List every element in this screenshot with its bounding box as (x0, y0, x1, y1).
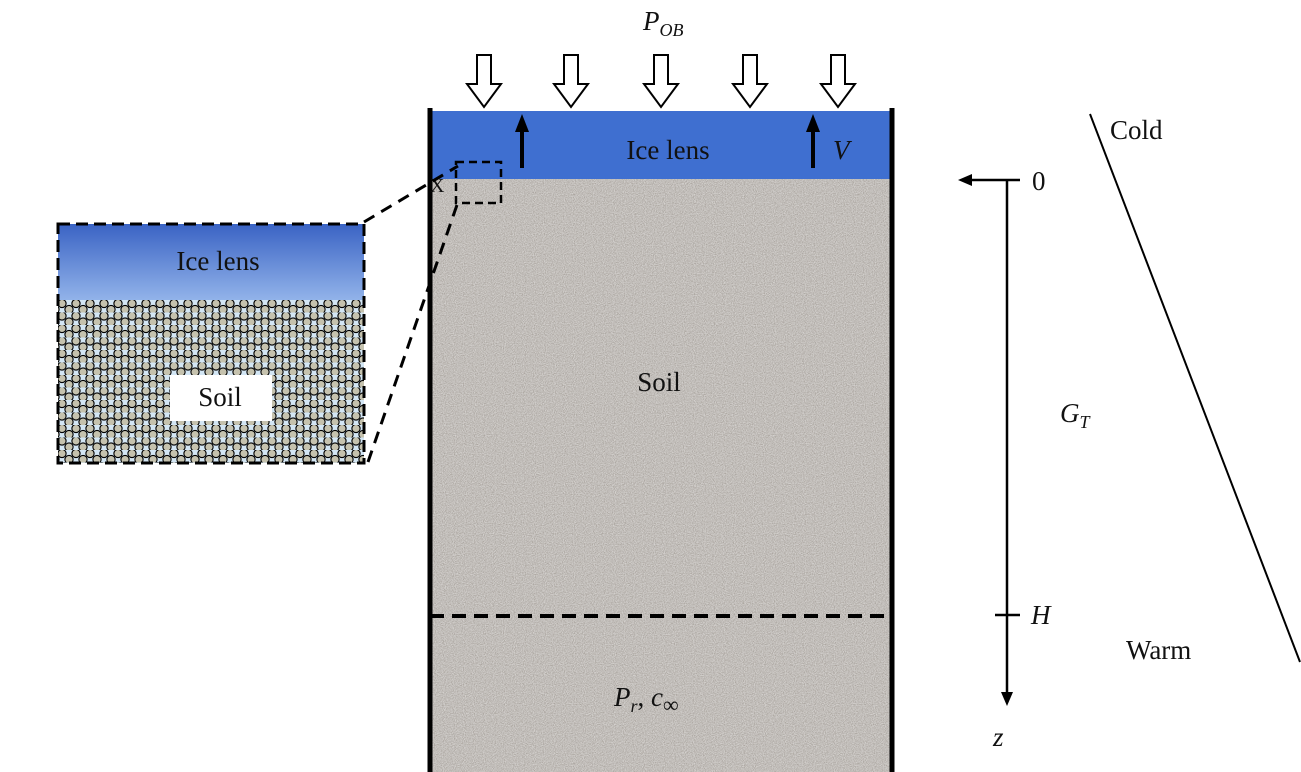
up-arrow-icon (806, 114, 820, 132)
warm-label: Warm (1126, 635, 1191, 665)
soil-column (430, 178, 892, 772)
bottom-condition-label: Pr, c∞ (613, 682, 679, 717)
pressure-symbol: P (613, 682, 631, 712)
overburden-subscript: OB (660, 20, 684, 40)
soil-label: Soil (637, 367, 681, 397)
down-arrow-icon (642, 54, 680, 109)
down-arrow-icon (1001, 692, 1013, 706)
depth-axis (958, 174, 1020, 706)
load-arrows (465, 54, 857, 109)
callout-line-bottom (366, 201, 460, 463)
callout-line-top (363, 164, 459, 224)
down-arrow-icon (731, 54, 769, 109)
inset-ice-lens (58, 224, 364, 301)
concentration-subscript: ∞ (663, 692, 679, 717)
gradient-symbol: G (1060, 398, 1080, 428)
inset-frame (56, 222, 366, 465)
velocity-label: V (833, 135, 853, 165)
overburden-symbol: P (642, 6, 660, 36)
velocity-arrow-right (806, 114, 820, 168)
temperature-profile-line (1089, 113, 1301, 663)
concentration-symbol: c (651, 682, 663, 712)
left-arrow-icon (958, 174, 972, 186)
down-arrow-icon (552, 54, 590, 109)
down-arrow-icon (465, 54, 503, 109)
inset-ice-lens-label: Ice lens (176, 246, 259, 276)
axis-z-label: z (992, 722, 1004, 752)
axis-zero-label: 0 (1032, 166, 1046, 196)
velocity-arrow-left (515, 114, 529, 168)
pressure-subscript: r (631, 696, 639, 716)
inset-soil-label: Soil (198, 382, 242, 412)
bottom-separator: , (638, 682, 652, 712)
temperature-gradient-label: GT (1060, 398, 1092, 432)
ice-lens-label: Ice lens (626, 135, 709, 165)
axis-h-label: H (1030, 600, 1052, 630)
down-arrow-icon (819, 54, 857, 109)
inset-soil-label-box (170, 375, 272, 421)
gradient-subscript: T (1080, 412, 1092, 432)
zoom-box (454, 160, 503, 205)
inset-zoom-view: Ice lens Soil (56, 222, 366, 465)
overburden-label: POB (642, 6, 684, 40)
cold-label: Cold (1110, 115, 1163, 145)
up-arrow-icon (515, 114, 529, 132)
